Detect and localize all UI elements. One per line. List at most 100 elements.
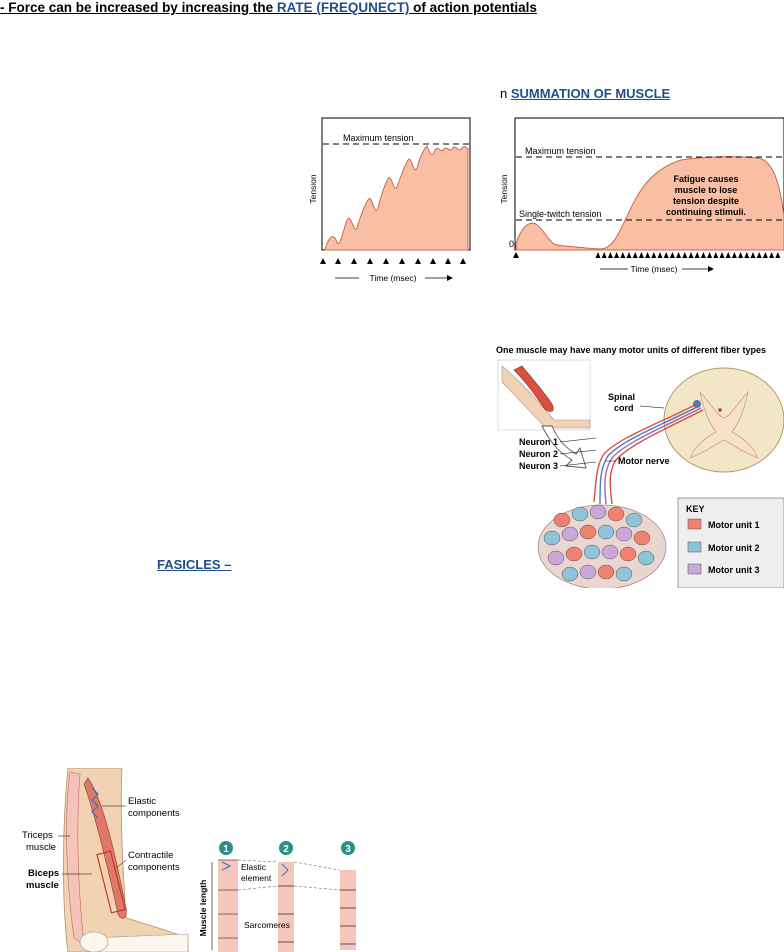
heading-highlight: RATE (FREQUNECT) (276, 0, 410, 15)
neuron2-leader (559, 449, 597, 455)
zoom-arrow-icon (541, 425, 587, 469)
stimulus-markers (320, 258, 466, 264)
single-stimulus-marker (513, 252, 519, 258)
stimulus-marker (669, 252, 675, 258)
sarcomeres-label: Sarcomeres (244, 920, 290, 930)
motor-nerve-label: Motor nerve (618, 456, 670, 466)
muscle-fiber (571, 506, 589, 522)
step-1-number: 1 (223, 844, 229, 855)
nerve-fibers (593, 403, 704, 505)
muscle-fiber (589, 504, 607, 520)
motor-units-caption: One muscle may have many motor units of … (496, 345, 766, 355)
muscle-fiber (633, 530, 651, 546)
stimulus-marker (700, 252, 706, 258)
key-title: KEY (686, 504, 705, 514)
muscle-fiber (607, 506, 625, 522)
tension-graph-left: Maximum tension Tension Time (msec) (308, 117, 471, 283)
tension-graph-right: Maximum tension Single-twitch tension 0 … (499, 117, 784, 274)
svg-text:tension despite: tension despite (673, 196, 739, 206)
summation-heading: n SUMMATION OF MUSCLE (500, 86, 670, 101)
muscle-fiber (637, 550, 655, 566)
stimulus-marker (676, 252, 682, 258)
spinal-label-line2: cord (614, 403, 634, 413)
stimulus-marker (651, 252, 657, 258)
muscle-fiber (583, 544, 601, 560)
stimulus-marker (601, 252, 607, 258)
summation-prefix: n (500, 86, 511, 101)
fasicles-heading: FASICLES – (157, 557, 232, 572)
contractile-line2: components (128, 862, 180, 873)
stimulus-marker (750, 252, 756, 258)
heading-suffix: of action potentials (409, 0, 537, 15)
motor-unit-key: KEY Motor unit 1 Motor unit 2 Motor unit… (677, 497, 784, 588)
key-item-2: Motor unit 2 (708, 543, 760, 553)
muscle-fiber (561, 566, 579, 582)
max-tension-label: Maximum tension (343, 133, 414, 143)
neuron1-leader (559, 437, 597, 443)
key-swatch-3 (687, 563, 702, 575)
key-swatch-2 (687, 541, 702, 553)
muscle-fiber-bundle (537, 504, 667, 588)
summation-area (515, 156, 784, 251)
muscle-fiber (543, 530, 561, 546)
sarcomere-stages (218, 859, 356, 952)
contractile-line1: Contractile (128, 850, 173, 861)
muscle-fiber (625, 512, 643, 528)
max-tension-label: Maximum tension (525, 146, 596, 156)
neuron2-label: Neuron 2 (519, 449, 558, 459)
stimulus-marker (744, 252, 750, 258)
svg-text:muscle to lose: muscle to lose (675, 185, 738, 195)
muscle-fiber (561, 526, 579, 542)
tension-area (324, 145, 469, 251)
stimulus-marker (595, 252, 601, 258)
contractile-leader (115, 859, 127, 869)
triceps-label-line2: muscle (26, 842, 56, 853)
arm-illustration (497, 359, 591, 431)
stimulus-marker (719, 252, 725, 258)
muscle-fiber (553, 512, 571, 528)
stimulus-marker (620, 252, 626, 258)
muscle-fiber (597, 564, 615, 580)
tension-axis-label: Tension (499, 174, 509, 204)
elastic-components-line2: components (128, 808, 180, 819)
muscle-fiber (565, 546, 583, 562)
key-item-3: Motor unit 3 (708, 565, 760, 575)
stimulus-marker (614, 252, 620, 258)
stimulus-marker (713, 252, 719, 258)
step-3-badge (341, 841, 355, 855)
muscle-fiber (579, 524, 597, 540)
single-twitch-label: Single-twitch tension (519, 209, 602, 219)
muscle-fiber (615, 566, 633, 582)
stimulus-marker (682, 252, 688, 258)
stimulus-marker (694, 252, 700, 258)
stimulus-marker (663, 252, 669, 258)
svg-text:Fatigue causes: Fatigue causes (673, 174, 738, 184)
zero-label: 0 (509, 239, 514, 249)
stimulus-marker (645, 252, 651, 258)
key-item-1: Motor unit 1 (708, 520, 760, 530)
main-heading: - Force can be increased by increasing t… (0, 0, 537, 15)
motor-units-figure: One muscle may have many motor units of … (496, 345, 784, 588)
stimulus-marker (762, 252, 768, 258)
stimulus-marker (725, 252, 731, 258)
spinal-label-line1: Spinal (608, 392, 635, 402)
step-3-number: 3 (345, 844, 351, 855)
stimulus-marker (769, 252, 775, 258)
muscle-fiber (619, 546, 637, 562)
biceps-label-line2: muscle (26, 880, 59, 891)
stimulus-marker (731, 252, 737, 258)
summation-title: SUMMATION OF MUSCLE (510, 86, 671, 101)
step-2-number: 2 (283, 844, 289, 855)
time-arrow-head (708, 266, 714, 272)
heading-prefix: - Force can be increased by increasing t… (0, 0, 277, 15)
elastic-element-line2: element (241, 873, 272, 883)
stimulus-marker (607, 252, 613, 258)
muscle-fiber (615, 526, 633, 542)
muscle-fiber (579, 564, 597, 580)
fatigue-note: Fatigue causes muscle to lose tension de… (666, 174, 746, 217)
triceps-label-line1: Triceps (22, 830, 53, 841)
svg-text:continuing stimuli.: continuing stimuli. (666, 207, 746, 217)
muscle-length-label: Muscle length (198, 880, 208, 937)
stimulus-marker (707, 252, 713, 258)
stimulus-marker (638, 252, 644, 258)
